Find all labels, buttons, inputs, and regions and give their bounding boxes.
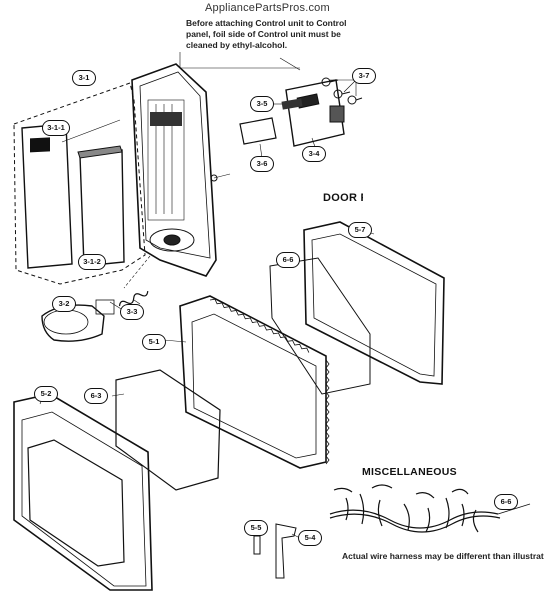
callout-3-4: 3-4 bbox=[302, 146, 326, 162]
callout-6-6-harness: 6-6 bbox=[494, 494, 518, 510]
door-inner-panel bbox=[179, 295, 327, 469]
callout-3-7: 3-7 bbox=[352, 68, 376, 84]
callout-3-2: 3-2 bbox=[52, 296, 76, 312]
callout-6-6-door: 6-6 bbox=[276, 252, 300, 268]
outer-door bbox=[13, 393, 153, 591]
lcd-filter bbox=[239, 117, 277, 145]
control-board bbox=[79, 149, 125, 267]
wire-harness bbox=[329, 484, 531, 533]
door-parts-heading: DOOR PARTS bbox=[323, 192, 363, 204]
harness-footnote: Actual wire harness may be different tha… bbox=[342, 551, 544, 561]
door-latch bbox=[275, 523, 297, 579]
control-unit bbox=[285, 79, 345, 147]
callout-5-5: 5-5 bbox=[244, 520, 268, 536]
callout-3-3: 3-3 bbox=[120, 304, 144, 320]
lcd-part bbox=[281, 98, 303, 110]
miscellaneous-heading: MISCELLANEOUS bbox=[362, 466, 457, 478]
callout-5-4: 5-4 bbox=[298, 530, 322, 546]
callout-5-1: 5-1 bbox=[142, 334, 166, 350]
callout-3-6: 3-6 bbox=[250, 156, 274, 172]
choke-teeth bbox=[209, 298, 330, 465]
door-film bbox=[269, 257, 371, 395]
door-window bbox=[27, 439, 125, 567]
control-panel-assembly-outline bbox=[13, 82, 146, 285]
callout-6-3: 6-3 bbox=[84, 388, 108, 404]
assembly-note: Before attaching Control unit to Control… bbox=[186, 18, 347, 50]
watermark: AppliancePartsPros.com bbox=[205, 2, 330, 14]
callout-5-7: 5-7 bbox=[348, 222, 372, 238]
spring bbox=[118, 290, 149, 307]
callout-3-1-1: 3-1-1 bbox=[42, 120, 70, 136]
control-panel-housing bbox=[131, 63, 217, 277]
door-frame bbox=[303, 221, 445, 385]
dial-opening bbox=[149, 228, 195, 252]
latch-spring bbox=[253, 535, 261, 555]
door-glass bbox=[115, 369, 221, 491]
callout-5-2: 5-2 bbox=[34, 386, 58, 402]
callout-3-1-2: 3-1-2 bbox=[78, 254, 106, 270]
callout-3-5: 3-5 bbox=[250, 96, 274, 112]
screws bbox=[321, 77, 363, 105]
callout-3-1: 3-1 bbox=[72, 70, 96, 86]
panel-display-window bbox=[30, 137, 50, 153]
